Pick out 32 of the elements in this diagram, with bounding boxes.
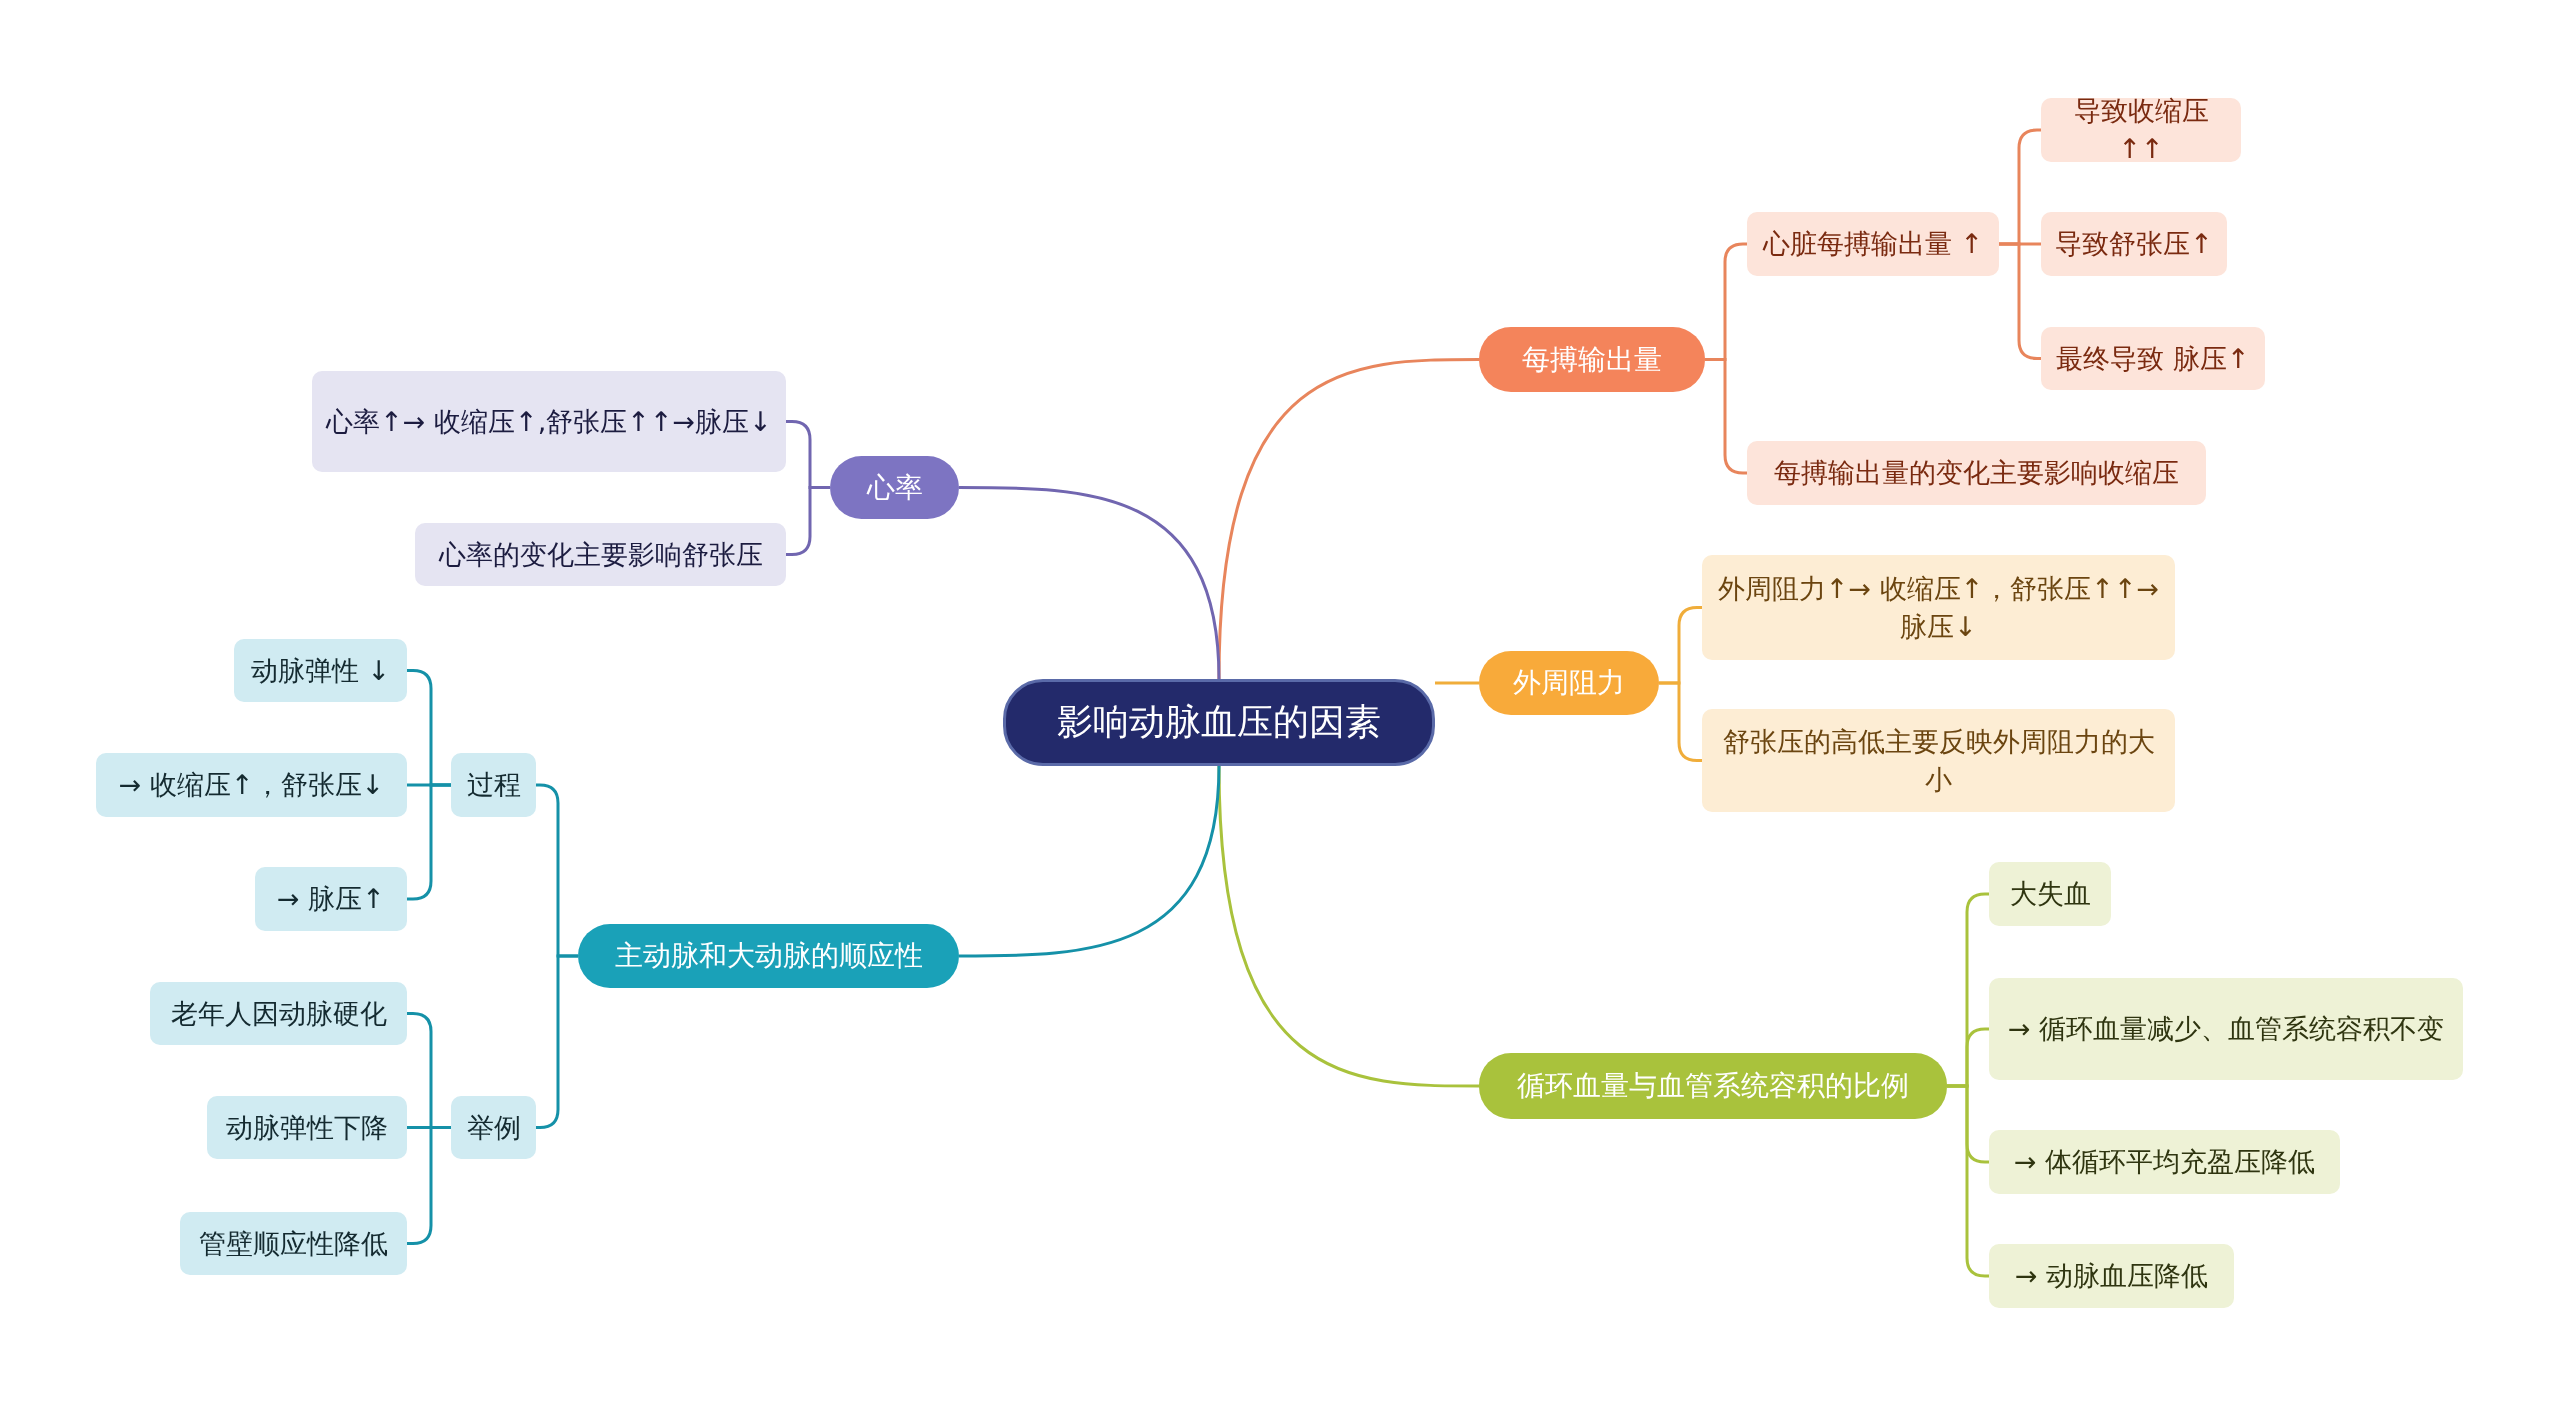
subtopic-box: 举例 bbox=[451, 1096, 536, 1159]
subtopic-box: → 动脉血压降低 bbox=[1989, 1244, 2234, 1308]
subtopic-box: 心脏每搏输出量 ↑ bbox=[1747, 212, 1999, 276]
subtopic-box: 管壁顺应性降低 bbox=[180, 1212, 407, 1275]
subtopic-box: 动脉弹性下降 bbox=[207, 1096, 407, 1159]
subtopic-box: 大失血 bbox=[1989, 862, 2111, 926]
subtopic-box: 舒张压的高低主要反映外周阻力的大小 bbox=[1702, 709, 2175, 812]
connector bbox=[959, 765, 1221, 958]
topic-pill: 循环血量与血管系统容积的比例 bbox=[1479, 1053, 1947, 1119]
subtopic-box: → 循环血量减少、血管系统容积不变 bbox=[1989, 978, 2463, 1080]
connector bbox=[1217, 765, 1479, 1088]
topic-pill: 心率 bbox=[830, 456, 959, 519]
subtopic-box: 每搏输出量的变化主要影响收缩压 bbox=[1747, 441, 2206, 505]
connector bbox=[1217, 358, 1479, 680]
subtopic-box: → 收缩压↑，舒张压↓ bbox=[96, 753, 407, 817]
topic-pill: 每搏输出量 bbox=[1479, 327, 1705, 392]
subtopic-box: 老年人因动脉硬化 bbox=[150, 982, 407, 1045]
subtopic-box: 过程 bbox=[451, 753, 536, 817]
subtopic-box: 外周阻力↑→ 收缩压↑，舒张压↑↑→ 脉压↓ bbox=[1702, 555, 2175, 660]
subtopic-box: 导致收缩压↑↑ bbox=[2041, 98, 2241, 162]
subtopic-box: → 体循环平均充盈压降低 bbox=[1989, 1130, 2340, 1194]
connector bbox=[1435, 681, 1479, 685]
subtopic-box: 心率的变化主要影响舒张压 bbox=[415, 523, 786, 586]
subtopic-box: 心率↑→ 收缩压↑,舒张压↑↑→脉压↓ bbox=[312, 371, 786, 472]
topic-pill: 主动脉和大动脉的顺应性 bbox=[578, 924, 959, 988]
central-topic: 影响动脉血压的因素 bbox=[1003, 679, 1435, 766]
subtopic-box: 最终导致 脉压↑ bbox=[2041, 327, 2265, 390]
subtopic-box: → 脉压↑ bbox=[255, 867, 407, 931]
topic-pill: 外周阻力 bbox=[1479, 651, 1659, 715]
connector bbox=[959, 486, 1221, 680]
subtopic-box: 动脉弹性 ↓ bbox=[234, 639, 407, 702]
subtopic-box: 导致舒张压↑ bbox=[2041, 212, 2227, 276]
